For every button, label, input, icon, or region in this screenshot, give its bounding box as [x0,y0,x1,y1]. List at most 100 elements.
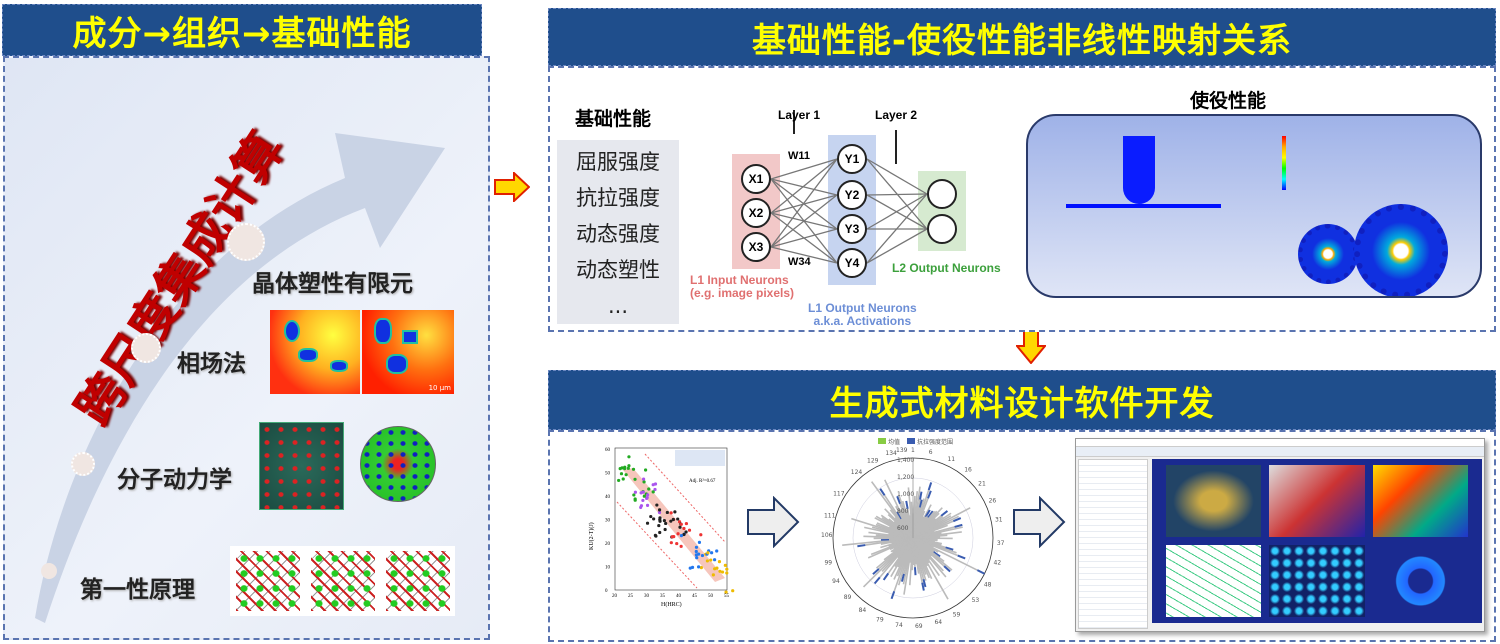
left-panel: 跨尺度集成计算 晶体塑性有限元 相场法 分子动力学 第一性原理 10 μm [3,56,490,640]
scatter-point [627,464,631,468]
scatter-point [725,571,729,575]
polar-range-bar [927,490,932,499]
scatter-point [658,530,662,535]
scatter-point [684,530,688,534]
level-crystal-plasticity-fem: 晶体塑性有限元 [252,271,413,297]
polar-radial-tick: 800 [897,508,909,515]
scatter-point [684,521,689,526]
scatter-point [673,510,677,514]
input-neurons-label: L1 Input Neurons(e.g. image pixels) [690,274,794,300]
scatter-point [617,478,621,483]
scatter-point [676,532,680,536]
polar-range-bar [919,499,923,508]
scatter-point [633,477,637,481]
scatter-point [718,569,722,573]
connection [770,194,838,248]
polar-range-bar [932,551,941,558]
left-panel-title: 成分→组织→基础性能 [72,13,412,54]
scatter-point [633,490,638,494]
phase-field-image [270,310,360,394]
scatter-point [627,455,631,459]
polar-angle-label: 106 [821,532,833,539]
service-performance-title: 使役性能 [1190,90,1267,112]
x-tick-label: 45 [692,594,698,599]
scatter-point [655,503,659,507]
scatter-point [646,493,650,497]
large-gear [1354,204,1448,296]
scatter-point [675,541,679,546]
polar-angle-label: 31 [995,516,1003,523]
basic-property-item: 动态强度 [576,222,660,246]
polar-range-bar [927,510,934,519]
polar-range-bar [952,517,962,523]
scatter-point [626,466,630,470]
polar-angle-label: 69 [915,623,923,630]
input-neuron: X3 [741,232,771,262]
polar-angle-label: 124 [851,469,863,476]
software-screenshot [1075,438,1485,632]
hidden-neuron: Y1 [837,144,867,174]
polar-legend-range: 抗拉强度范围 [917,438,953,446]
polar-angle-label: 59 [953,611,961,618]
polar-angle-label: 16 [964,466,972,473]
scatter-point [669,541,673,545]
scatter-point [653,482,658,486]
input-label-line1: L1 Input Neurons [690,273,789,287]
scatter-point [712,558,717,562]
polar-range-bar [873,576,881,585]
polar-angle-label: 94 [832,578,840,585]
scatter-point [670,535,674,539]
scatter-point [632,493,636,497]
molecular-dynamics-box-image [259,422,344,510]
scatter-point [706,551,710,555]
hidden-label-line2: a.k.a. Activations [813,314,912,328]
connection [770,228,838,248]
scatter-point [697,540,702,545]
polar-range-bar [896,511,903,520]
y-tick-label: 0 [605,589,608,594]
polar-range-bar [922,579,927,588]
polar-range-bar [872,568,880,575]
hidden-neuron: Y3 [837,214,867,244]
scatter-xlabel: H(HRC) [661,601,682,608]
dot [71,452,95,476]
scatter-point [653,487,657,492]
connection [770,178,838,196]
scatter-point [682,526,686,531]
polar-angle-label: 84 [859,607,867,614]
polar-angle-label: 42 [994,560,1002,567]
scatter-point [619,472,624,476]
scatter-point [676,517,680,521]
polar-angle-label: 6 [929,449,933,456]
stress-colorbar [1282,136,1286,190]
input-neuron: X2 [741,198,771,228]
input-label-line2: (e.g. image pixels) [690,286,795,300]
scatter-point [671,517,675,522]
connection [770,158,838,180]
scatter-point [649,514,653,519]
scatter-point [679,534,683,538]
scatter-ylabel: KU(2-T)(J) [588,522,595,550]
scatter-point [642,480,646,484]
scale-bar: 10 μm [428,384,451,392]
y-tick-label: 30 [605,519,611,524]
output-neuron [927,179,957,209]
polar-range-bar [943,565,951,573]
output-neurons-label: L2 Output Neurons [892,261,1001,275]
scatter-point [715,566,719,570]
y-tick-label: 50 [605,472,611,477]
scatter-point [724,590,728,594]
scatter-point [642,494,646,498]
layer1-label: Layer 1 [778,108,821,122]
service-simulation-image [1026,114,1482,298]
scatter-point [641,477,646,481]
software-tree-panel [1078,459,1148,629]
polar-angle-label: 134 [885,450,897,457]
polar-radial-tick: 600 [897,525,909,532]
scatter-point [679,544,683,548]
hidden-neuron: Y4 [837,248,867,278]
polar-angle-label: 53 [972,597,980,604]
